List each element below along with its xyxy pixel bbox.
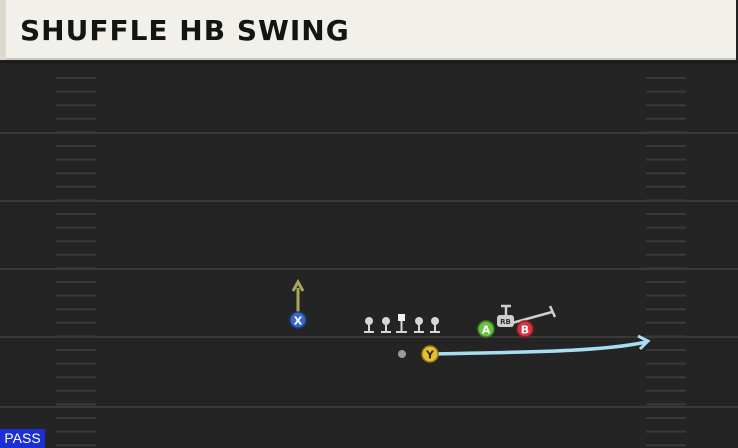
svg-text:RB: RB [500,318,511,326]
player-y-button[interactable]: Y [421,345,439,363]
x-route [291,278,305,314]
play-title: SHUFFLE HB SWING [20,14,350,47]
lineman-icon [381,317,391,333]
play-diagram: RB X Y A B [0,61,738,447]
play-title-bar: SHUFFLE HB SWING [0,0,736,60]
svg-text:X: X [294,315,303,328]
svg-text:A: A [482,324,491,337]
player-a-button[interactable]: A [477,320,495,338]
offensive-line [364,314,440,333]
lineman-icon [364,317,374,333]
yard-lines [0,61,738,408]
title-bar-edge [0,0,6,60]
play-type-badge: PASS [0,429,45,448]
player-b-button[interactable]: B [516,320,534,338]
route-arrow-icon [291,278,305,292]
hash-marks [56,77,686,447]
rb-marker: RB [497,315,514,327]
player-x-button[interactable]: X [289,311,307,329]
rb-block-route [501,304,557,325]
lineman-icon [414,317,424,333]
football-icon [398,350,406,358]
play-field: RB X Y A B [0,60,738,448]
svg-text:B: B [521,324,529,337]
route-arrow-icon [637,334,651,351]
center-icon [396,314,407,333]
svg-text:Y: Y [425,349,435,362]
lineman-icon [430,317,440,333]
y-route [435,334,651,356]
